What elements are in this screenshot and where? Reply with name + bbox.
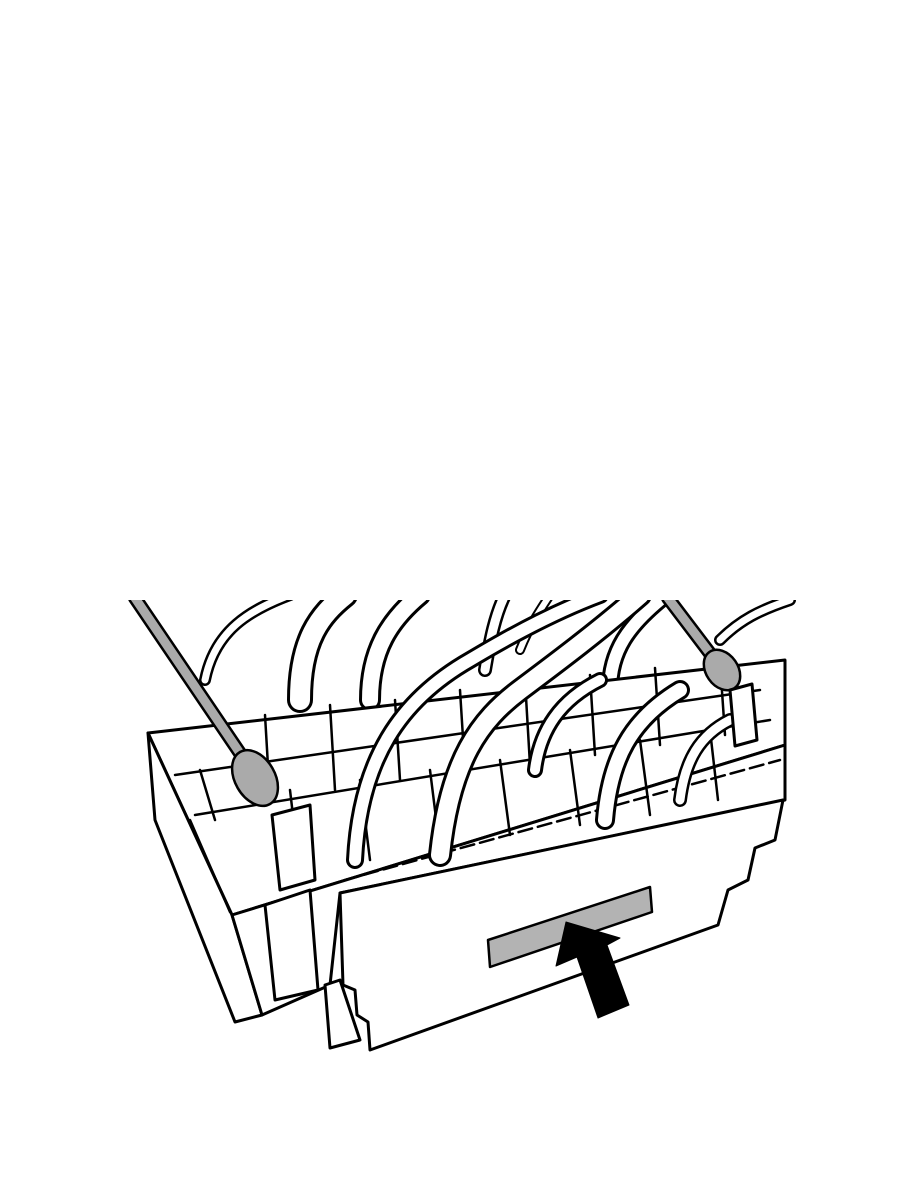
probe-right — [661, 600, 742, 692]
arrow-icon — [555, 921, 630, 1019]
wires-front — [346, 600, 737, 869]
latch-left — [263, 803, 320, 1002]
latch-right — [728, 682, 759, 748]
rear-plate — [323, 978, 362, 1050]
probe-left — [128, 600, 280, 808]
wires-back — [199, 600, 796, 713]
